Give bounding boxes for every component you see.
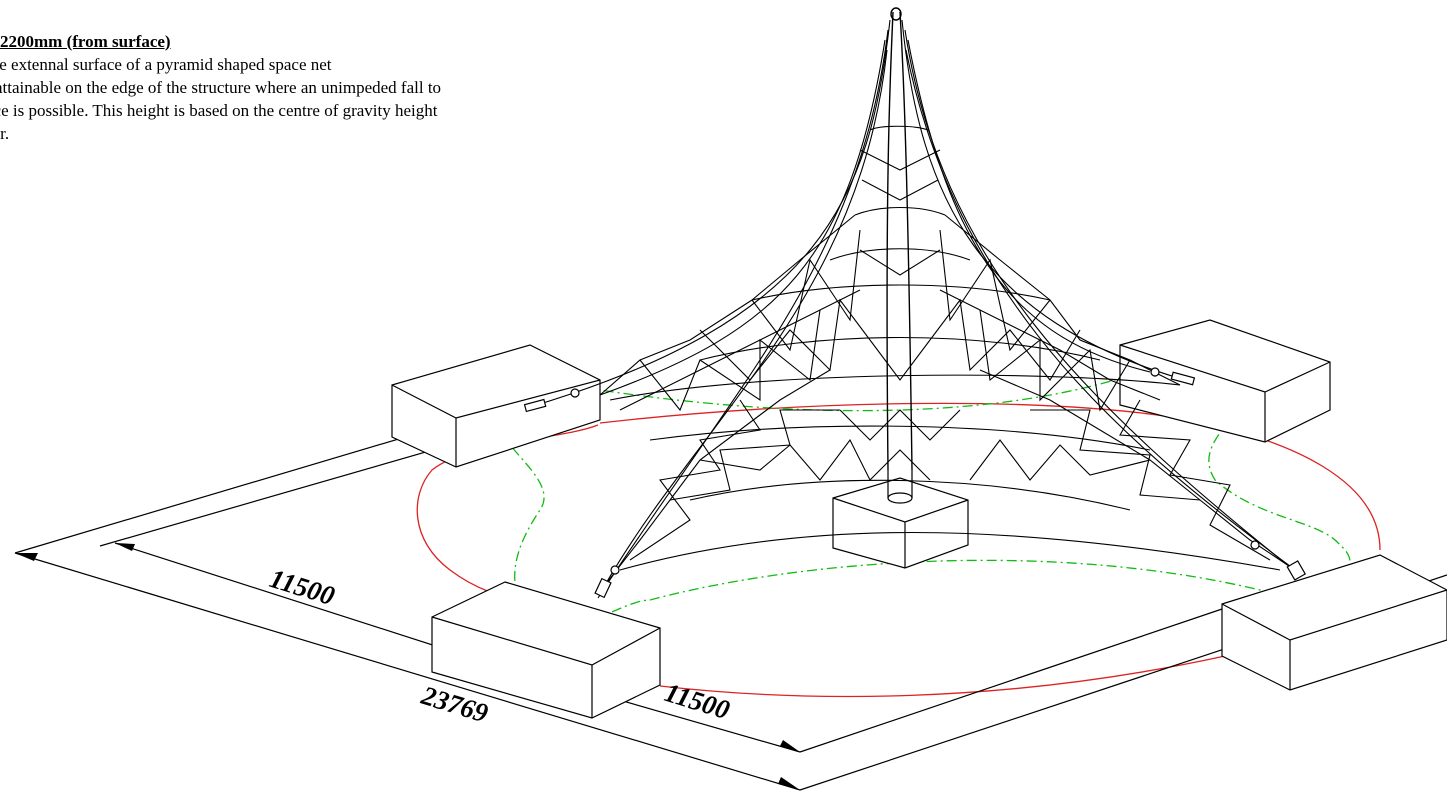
foundation-block-front <box>431 581 661 719</box>
notes-line-2: t attainable on the edge of the structur… <box>0 78 442 97</box>
central-mast <box>886 7 913 471</box>
dimension-label-overall: 23769 <box>417 680 492 729</box>
dimension-label-inner-left: 11500 <box>266 563 338 611</box>
notes-heading: 2200mm (from surface) <box>0 32 171 51</box>
foundation-block-center <box>832 470 969 569</box>
notes-line-1: the extennal surface of a pyramid shaped… <box>0 55 332 74</box>
rope-net <box>529 19 1301 599</box>
green-impact-zone-boundary <box>488 350 1351 631</box>
notes-line-4: ser. <box>0 124 10 143</box>
dimension-lines <box>14 379 1447 791</box>
dimension-arrows <box>15 543 800 790</box>
red-fall-zone-boundary <box>416 402 1381 698</box>
foundation-block-back-right <box>1221 554 1447 691</box>
anchor-fittings <box>523 367 1307 599</box>
foundation-block-left <box>391 344 601 468</box>
notes-line-3: ace is possible. This height is based on… <box>0 101 438 120</box>
foundation-block-right <box>1119 319 1331 443</box>
notes-block: 2200mm (from surface) the extennal surfa… <box>0 30 666 145</box>
dimension-label-inner-right: 11500 <box>661 677 733 725</box>
